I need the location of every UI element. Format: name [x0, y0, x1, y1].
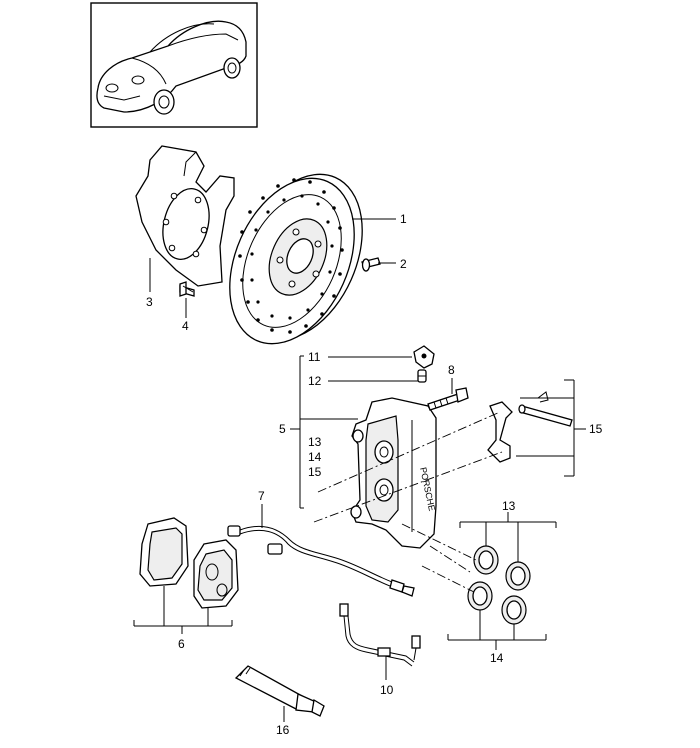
brake-dust-shield	[135, 145, 235, 287]
caliper-mounting-bolt	[427, 387, 469, 411]
callout-13-caliper: 13	[308, 435, 322, 449]
leader-lines	[133, 218, 586, 722]
callout-14: 14	[490, 651, 504, 665]
callout-7: 7	[258, 489, 265, 503]
pad-retainer-spring	[487, 401, 513, 463]
bleed-valve	[413, 345, 435, 369]
pad-wear-sensor	[227, 525, 415, 597]
callout-12: 12	[308, 374, 322, 388]
callout-6: 6	[178, 637, 185, 651]
callout-2: 2	[400, 257, 407, 271]
brake-disc	[229, 173, 363, 345]
callout-3: 3	[146, 295, 153, 309]
bleed-nipple	[417, 369, 427, 383]
callout-1: 1	[400, 212, 407, 226]
brake-caliper: PORSCHE	[350, 397, 437, 549]
grease-tube	[234, 665, 325, 717]
shield-bolt	[179, 281, 195, 297]
disc-screw	[361, 257, 381, 272]
pad-retaining-pin	[518, 404, 573, 427]
vehicle-thumbnail	[90, 2, 258, 128]
callout-11: 11	[308, 350, 321, 364]
car-icon	[96, 20, 247, 115]
callout-5: 5	[279, 422, 286, 436]
callout-16: 16	[276, 723, 290, 737]
callout-14-caliper: 14	[308, 450, 322, 464]
assembly-guide-lines	[313, 411, 503, 593]
disc-hub-bolt-holes	[276, 228, 322, 288]
callout-labels: 1 2 3 4 5 6 7 8 10 11 12 13 14 15 13 14 …	[146, 212, 603, 737]
dust-seal-rings	[467, 581, 527, 625]
callout-8: 8	[448, 363, 455, 377]
callout-4: 4	[182, 319, 189, 333]
brake-pad-outer	[193, 539, 239, 609]
brake-pad-inner	[139, 517, 189, 587]
retaining-clip	[537, 391, 549, 403]
callout-15: 15	[589, 422, 603, 436]
brake-line	[339, 603, 421, 667]
callout-13: 13	[502, 499, 516, 513]
callout-15-caliper: 15	[308, 465, 322, 479]
disc-drill-holes	[238, 178, 344, 334]
callout-10: 10	[380, 683, 394, 697]
piston-seal-rings	[473, 545, 531, 591]
